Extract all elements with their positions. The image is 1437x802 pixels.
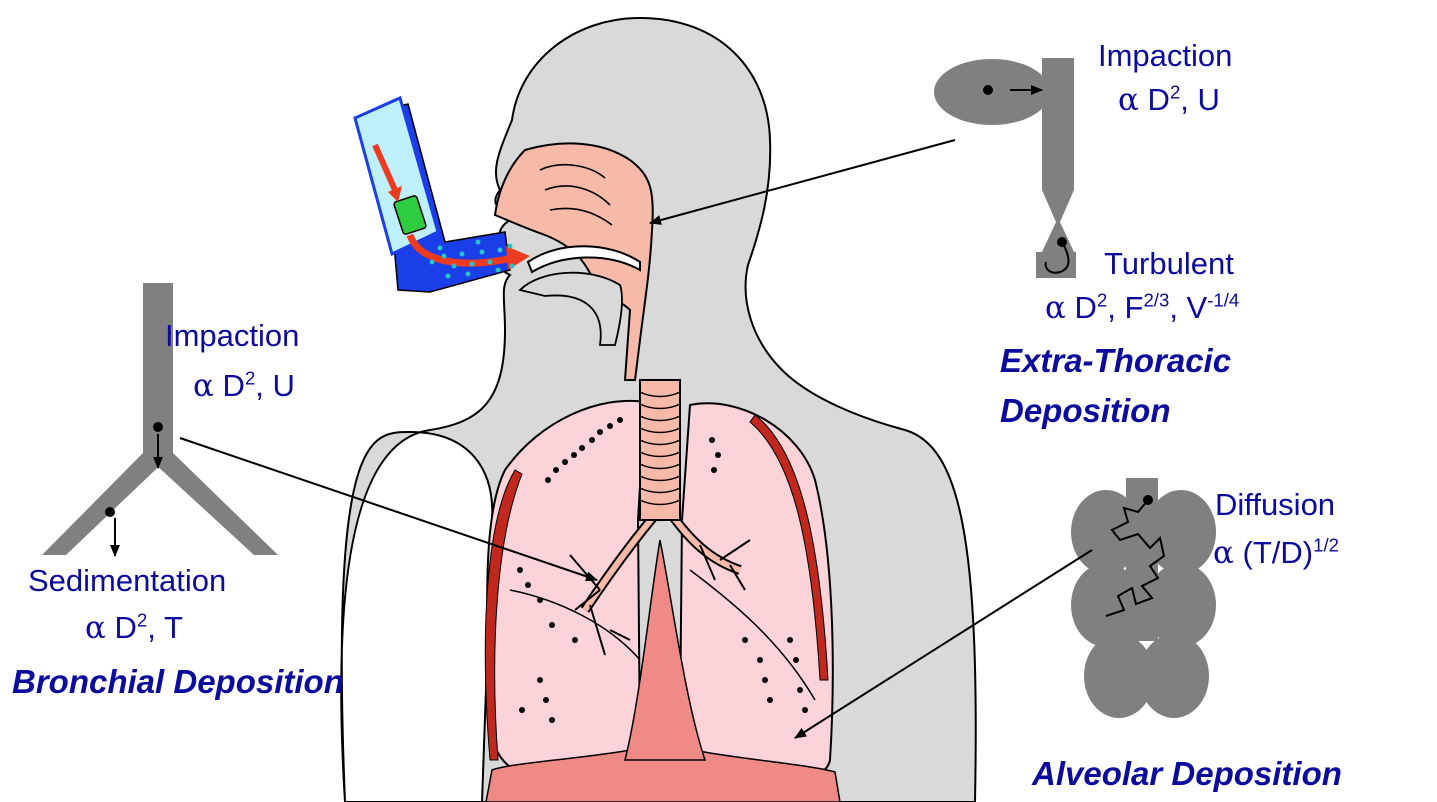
- alveolar-duct: [1126, 478, 1158, 641]
- left-daughter-branch: [42, 453, 173, 555]
- pharynx-tube: [1042, 58, 1074, 190]
- proportional-symbol: α: [85, 610, 106, 646]
- et-impaction-label: Impaction: [1098, 38, 1232, 74]
- alveolus: [1139, 634, 1209, 718]
- proportional-symbol: α: [1118, 82, 1139, 118]
- alv-diffusion-formula: α (T/D)1/2: [1213, 535, 1339, 571]
- br-sedimentation-formula: α D2, T: [85, 610, 183, 646]
- alveoli-cluster-schematic: [1071, 478, 1216, 718]
- et-turbulent-formula: α D2, F2/3, V-1/4: [1045, 290, 1239, 326]
- impaction-bend-schematic: [934, 58, 1076, 278]
- br-impaction-label: Impaction: [165, 318, 299, 354]
- right-daughter-branch: [143, 453, 278, 555]
- sedimentation-particle: [105, 507, 115, 517]
- proportional-symbol: α: [193, 368, 214, 404]
- et-turbulent-label: Turbulent: [1104, 246, 1234, 282]
- impaction-particle: [983, 85, 993, 95]
- proportional-symbol: α: [1045, 290, 1066, 326]
- extra-thoracic-title-line2: Deposition: [1000, 391, 1171, 431]
- proportional-symbol: α: [1213, 535, 1234, 571]
- trachea-stub: [1036, 252, 1076, 278]
- et-impaction-formula: α D2, U: [1118, 82, 1220, 118]
- extra-thoracic-title-line1: Extra-Thoracic: [1000, 341, 1231, 381]
- bifurcation-impaction-particle: [153, 422, 163, 432]
- br-sedimentation-label: Sedimentation: [28, 563, 226, 599]
- br-impaction-formula: α D2, U: [193, 368, 295, 404]
- alveolar-deposition-title: Alveolar Deposition: [1032, 754, 1342, 794]
- trachea: [640, 380, 680, 520]
- bronchial-deposition-title: Bronchial Deposition: [12, 662, 344, 702]
- alv-diffusion-label: Diffusion: [1215, 487, 1335, 523]
